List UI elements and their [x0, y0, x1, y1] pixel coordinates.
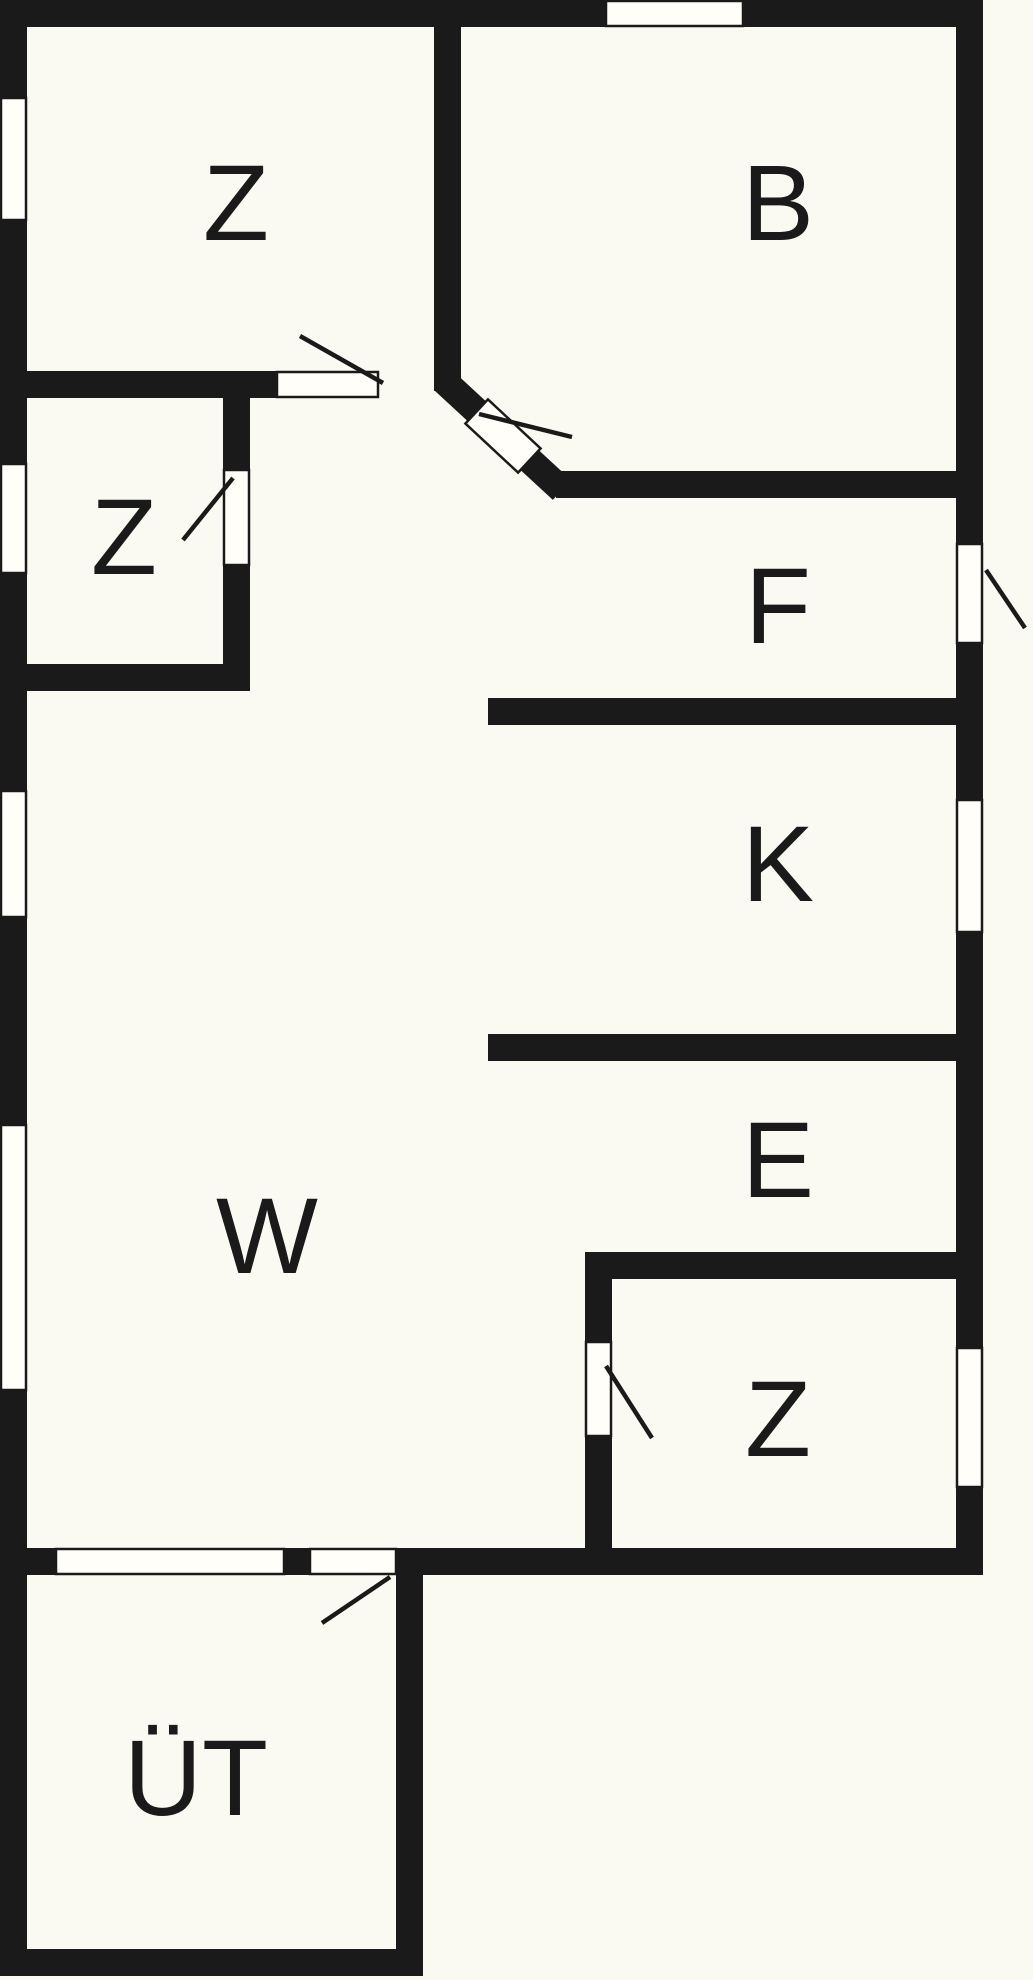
wall-ut-right [396, 1548, 423, 1976]
window-bottom-w [54, 1547, 286, 1576]
windows [0, 0, 984, 1576]
window-top-b [604, 0, 745, 28]
window-right-k [955, 798, 984, 934]
door-leaf-ut [320, 1575, 392, 1625]
wall-e-bottom [595, 1252, 983, 1279]
wall-b-bottom [556, 471, 983, 498]
window-left-w-lower [0, 1123, 28, 1392]
room-label-b: B [742, 142, 814, 263]
room-label-e: E [742, 1099, 814, 1220]
door-leaf-f-exterior [984, 568, 1027, 630]
door-leaf-z-middle [181, 476, 235, 542]
window-left-w-upper [0, 789, 28, 919]
door-leaves [181, 334, 1027, 1625]
room-label-w: W [216, 1175, 318, 1296]
outer-walls [0, 0, 983, 1976]
door-leaf-z-bottom [604, 1364, 654, 1440]
wall-k-bottom [488, 1034, 983, 1061]
room-label-k: K [742, 803, 814, 924]
door-leaf-b [478, 411, 573, 440]
wall-f-bottom [488, 698, 983, 725]
door-opening-f-exterior [955, 542, 984, 645]
wall-left [0, 0, 27, 1976]
door-opening-z-top [275, 370, 380, 399]
room-label-ut: ÜT [124, 1717, 268, 1838]
door-opening-ut [308, 1547, 398, 1576]
wall-ut-bottom [0, 1949, 423, 1976]
window-left-z-middle [0, 462, 28, 575]
wall-divider-z-b [434, 0, 461, 391]
room-label-z-top-left: Z [203, 142, 269, 263]
wall-z-left-bottom [27, 664, 250, 691]
window-left-z-top [0, 96, 28, 222]
wall-right [956, 0, 983, 1575]
room-label-z-bottom-right: Z [745, 1358, 811, 1479]
room-labels: Z B Z F K E W Z ÜT [91, 142, 814, 1838]
door-leaf-z-top [298, 334, 385, 385]
room-label-f: F [745, 545, 811, 666]
window-right-z-bottom [955, 1346, 984, 1489]
door-opening-z-bottom [584, 1340, 613, 1438]
wall-top [0, 0, 983, 27]
room-label-z-middle-left: Z [91, 476, 157, 597]
